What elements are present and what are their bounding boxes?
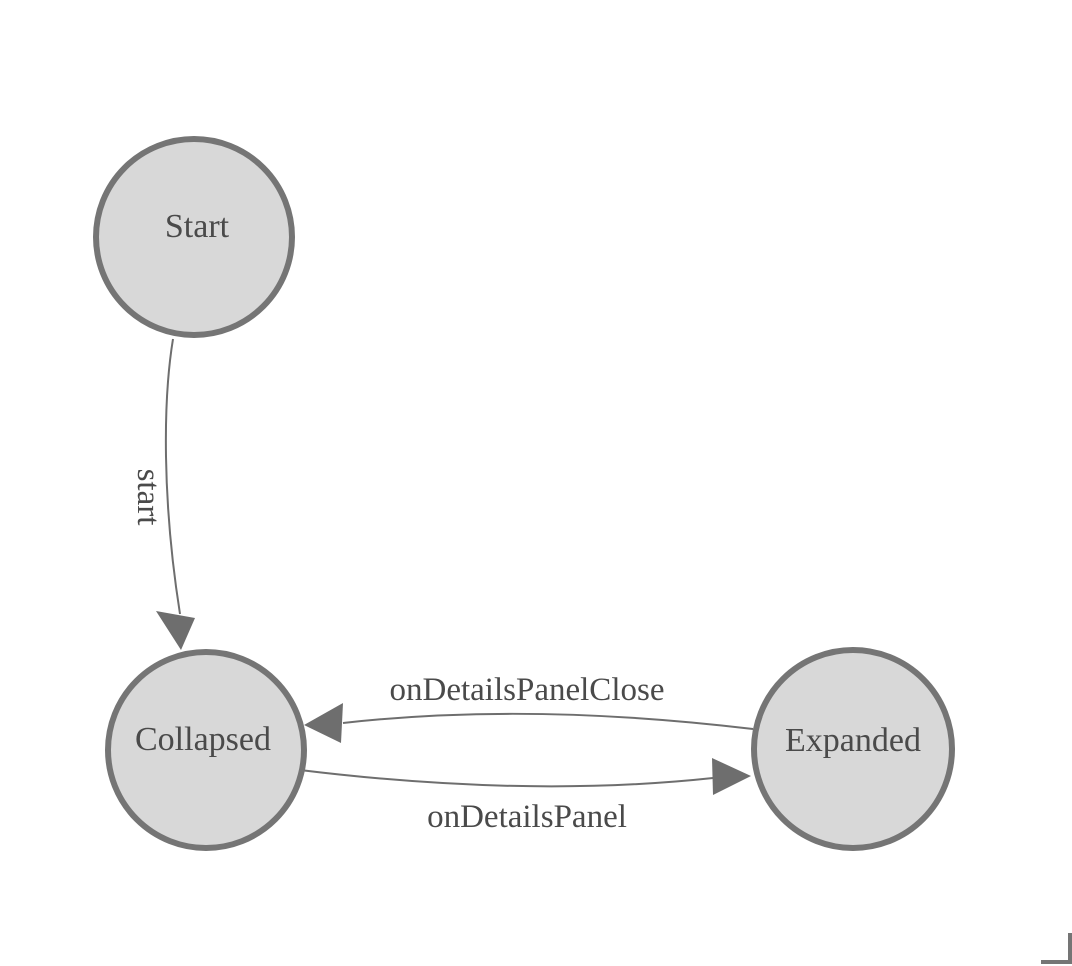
state-circle-expanded[interactable] xyxy=(751,647,955,851)
arrowhead-collapsed-to-expanded-icon xyxy=(712,758,751,795)
state-node-start[interactable]: Start xyxy=(93,136,295,338)
state-label-expanded: Expanded xyxy=(785,722,921,759)
corner-resize-handle-vertical xyxy=(1068,933,1072,964)
state-label-collapsed: Collapsed xyxy=(135,721,271,758)
edge-line-start-to-collapsed xyxy=(164,338,181,615)
state-circle-collapsed[interactable] xyxy=(105,649,307,851)
edge-collapsed-to-expanded: onDetailsPanel xyxy=(299,758,751,835)
edge-label-ondetailspanel[interactable]: onDetailsPanel xyxy=(427,799,627,835)
state-label-start: Start xyxy=(165,208,230,245)
arrowhead-expanded-to-collapsed-icon xyxy=(304,703,343,743)
edge-label-start[interactable]: start xyxy=(130,469,166,526)
edge-label-ondetailspanelclose[interactable]: onDetailsPanelClose xyxy=(390,672,665,708)
state-node-expanded[interactable]: Expanded xyxy=(751,647,955,851)
edge-start-to-collapsed: start xyxy=(130,338,195,650)
state-node-collapsed[interactable]: Collapsed xyxy=(105,649,307,851)
corner-resize-handle-horizontal xyxy=(1041,960,1072,964)
state-circle-start[interactable] xyxy=(93,136,295,338)
arrowhead-start-to-collapsed-icon xyxy=(156,611,195,650)
edge-line-collapsed-to-expanded xyxy=(299,769,714,788)
corner-resize-handle[interactable] xyxy=(1041,933,1072,964)
edge-expanded-to-collapsed: onDetailsPanelClose xyxy=(304,672,754,743)
edge-line-expanded-to-collapsed xyxy=(342,712,754,730)
